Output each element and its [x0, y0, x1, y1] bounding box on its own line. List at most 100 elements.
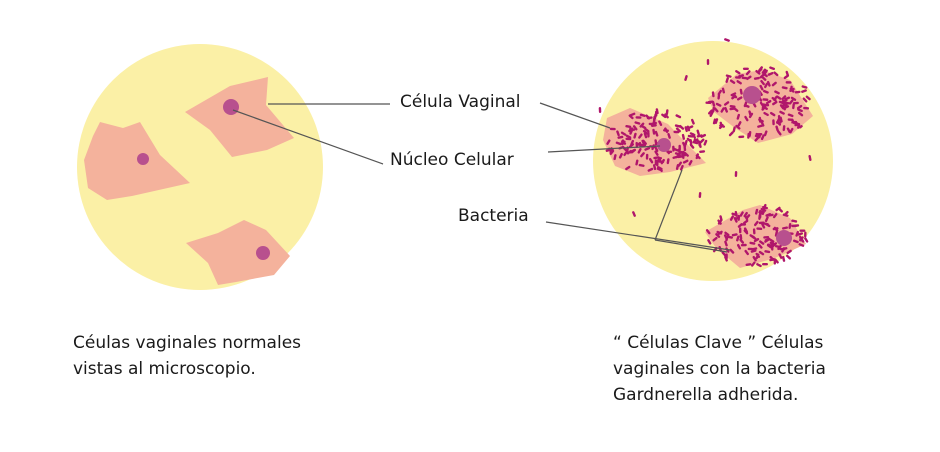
bacterium: [757, 243, 763, 249]
bacterium: [758, 221, 765, 225]
caption-left-line-2: vistas al microscopio.: [73, 359, 256, 379]
bacterium: [755, 252, 761, 259]
bacterium: [743, 219, 749, 225]
bacterium: [623, 150, 628, 157]
clue-cell-3: [705, 205, 806, 268]
bacterium: [723, 234, 728, 240]
bacterium: [766, 80, 771, 87]
bacterium: [632, 211, 636, 217]
clue-nucleus-1: [657, 138, 671, 152]
bacterium: [805, 95, 811, 101]
bacterium: [748, 110, 752, 117]
leader-nucleus-left: [232, 109, 384, 165]
bacterium: [705, 229, 711, 235]
bacterium: [678, 144, 681, 151]
bacterium: [740, 243, 747, 247]
normal-nucleus-2: [223, 99, 239, 115]
caption-right: “ Células Clave ” Células vaginales con …: [613, 330, 826, 408]
bacterium: [652, 164, 657, 171]
bacterium: [643, 132, 648, 139]
bacterium: [765, 213, 772, 217]
bacterium: [788, 223, 792, 229]
bacterium: [738, 135, 745, 139]
bacterium: [761, 68, 767, 74]
bacterium: [628, 143, 635, 148]
bacterium: [729, 105, 736, 108]
bacterium: [717, 93, 721, 100]
bacterium: [745, 70, 751, 76]
bacterium: [725, 74, 732, 78]
bacterium: [664, 127, 669, 133]
bacterium: [715, 102, 722, 107]
bacterium: [648, 122, 655, 126]
bacterium: [739, 238, 745, 244]
bacterium: [712, 118, 717, 125]
bacterium: [721, 251, 727, 257]
leader-bacteria-3: [654, 239, 728, 253]
bacterium: [640, 152, 645, 158]
bacterium: [645, 153, 649, 160]
bacterium: [746, 75, 752, 81]
bacterium: [764, 222, 771, 228]
bacterium: [717, 219, 722, 225]
bacterium: [801, 89, 807, 93]
bacterium: [625, 165, 631, 171]
normal-nucleus-3: [256, 246, 270, 260]
bacterium: [781, 255, 786, 262]
bacterium: [739, 234, 743, 240]
bacterium: [652, 128, 656, 135]
bacterium: [673, 130, 680, 134]
bacterium: [665, 109, 669, 116]
bacterium: [736, 113, 740, 120]
bacterium: [635, 159, 639, 166]
bacterium: [644, 127, 650, 133]
bacterium: [615, 141, 622, 146]
bacterium: [760, 134, 765, 141]
bacterium: [625, 125, 632, 128]
bacterium: [629, 129, 634, 135]
bacterium: [711, 91, 715, 98]
bacterium: [689, 132, 696, 137]
normal-cell-2: [185, 77, 294, 157]
bacterium: [763, 235, 770, 239]
bacterium: [736, 235, 740, 242]
bacterium: [647, 131, 650, 138]
bacterium: [773, 226, 779, 232]
bacterium: [695, 154, 701, 160]
leader-bacteria-2: [654, 169, 683, 241]
bacterium: [689, 139, 693, 145]
normal-cell-3: [186, 220, 290, 285]
caption-left-line-1: Céulas vaginales normales: [73, 333, 302, 353]
bacterium: [764, 82, 769, 89]
bacterium: [760, 79, 765, 86]
bacterium: [798, 243, 805, 247]
bacterium: [779, 110, 785, 115]
bacterium: [793, 239, 799, 244]
bacterium: [797, 232, 804, 236]
bacterium: [763, 69, 768, 75]
bacterium: [644, 147, 651, 151]
bacterium: [779, 116, 783, 123]
bacterium: [767, 243, 773, 248]
bacterium: [756, 263, 762, 268]
bacterium: [756, 227, 763, 231]
bacterium: [682, 159, 689, 164]
bacterium: [762, 205, 768, 210]
bacterium: [658, 120, 663, 127]
bacterium: [782, 226, 788, 230]
bacterium: [647, 167, 654, 172]
bacterium: [654, 139, 658, 146]
bacterium: [760, 207, 767, 212]
bacterium: [716, 230, 723, 235]
bacterium: [729, 248, 735, 254]
bacterium: [715, 233, 721, 238]
bacterium: [741, 76, 748, 80]
bacterium: [751, 235, 757, 240]
bacterium: [763, 89, 769, 94]
leader-lines: [232, 102, 731, 253]
bacterium: [609, 149, 615, 155]
bacterium: [699, 138, 705, 144]
bacterium: [654, 159, 658, 166]
bacterium: [724, 106, 728, 113]
bacterium: [769, 66, 775, 71]
